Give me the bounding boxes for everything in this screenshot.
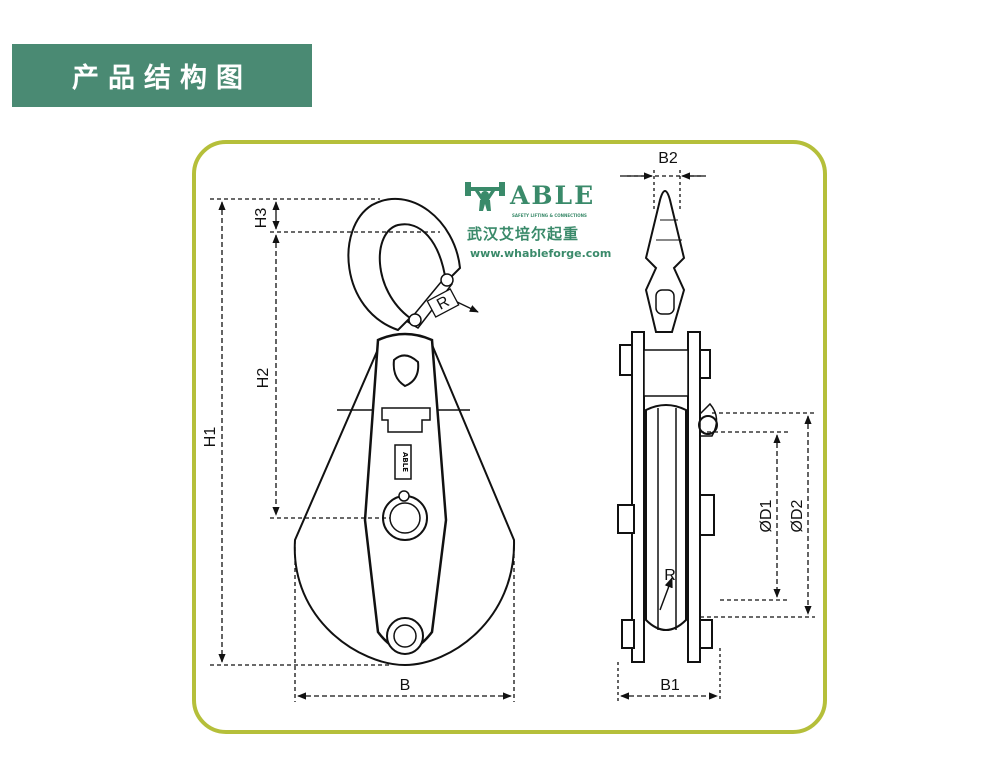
dim-d1-label: ØD1	[758, 499, 775, 532]
dim-b-label: B	[400, 677, 411, 694]
logo-website: www.whableforge.com	[470, 247, 612, 260]
diagram-frame	[192, 140, 827, 734]
block-label: ABLE	[401, 452, 409, 472]
dim-h3-label: H3	[253, 208, 270, 229]
logo-chinese-name: 武汉艾培尔起重	[467, 225, 580, 243]
logo-brand: ABLE	[510, 180, 596, 210]
side-dimension-lines	[617, 170, 815, 702]
brand-logo: ABLE SAFETY LIFTING & CONNECTIONS 武汉艾培尔起…	[464, 178, 612, 260]
dim-d2-label: ØD2	[789, 499, 806, 532]
dim-b2-label: B2	[658, 150, 678, 167]
front-view	[293, 198, 516, 667]
title-banner: 产品结构图	[12, 44, 312, 107]
dim-h1-label: H1	[202, 427, 219, 448]
page-title: 产品结构图	[72, 63, 252, 94]
dim-b1-label: B1	[660, 677, 680, 694]
logo-tagline: SAFETY LIFTING & CONNECTIONS	[512, 213, 587, 218]
front-dimension-lines	[210, 198, 515, 702]
dim-h2-label: H2	[255, 368, 272, 389]
side-view	[617, 190, 718, 663]
weightlifter-icon	[465, 182, 505, 211]
dim-r-sheave-label: R	[664, 567, 676, 584]
